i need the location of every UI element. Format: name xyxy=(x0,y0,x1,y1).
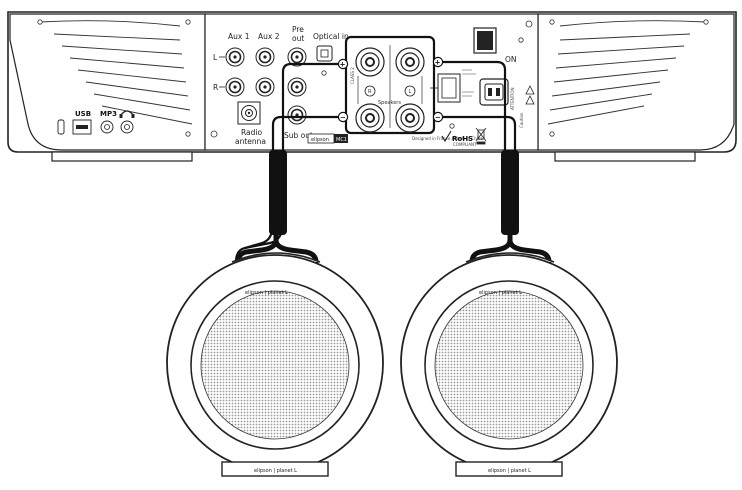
power-led xyxy=(57,119,65,135)
right-cable-jacket xyxy=(501,150,519,235)
warning-icon xyxy=(525,85,535,95)
right-marker xyxy=(364,85,376,97)
speaker-right: elipson | planet L elipson | planet L xyxy=(400,252,618,477)
radio-antenna-port[interactable] xyxy=(237,101,261,125)
aux1-label: Aux 1 xyxy=(228,32,250,41)
speaker-left: elipson | planet L elipson | planet L xyxy=(166,252,384,477)
binding-posts xyxy=(355,47,425,133)
right-speaker-grille xyxy=(434,290,584,440)
left-vents xyxy=(39,20,193,125)
check-icon xyxy=(441,130,452,143)
pre-out-right-jack[interactable] xyxy=(287,77,307,97)
rca-jacks xyxy=(225,47,307,125)
right-side-cover xyxy=(537,13,735,151)
speaker-cables xyxy=(234,60,552,265)
aux2-label: Aux 2 xyxy=(258,32,280,41)
left-speaker-grille xyxy=(200,290,350,440)
mp3-label: MP3 xyxy=(100,110,117,118)
right-positive-post[interactable] xyxy=(355,47,385,77)
sub-out-label: Sub out xyxy=(284,131,313,140)
shock-warning-icon xyxy=(525,95,535,105)
right-vents xyxy=(547,20,707,125)
class-label: CLASS 2 xyxy=(350,67,355,84)
right-marker-label: R xyxy=(368,89,372,95)
small-print xyxy=(462,69,476,97)
left-speaker-badge: elipson | planet L xyxy=(245,290,288,296)
left-foot xyxy=(51,151,193,162)
aux1-left-jack[interactable] xyxy=(225,47,245,67)
rohs-sub-label: COMPLIANT xyxy=(453,142,477,147)
rohs-label: RoHS xyxy=(452,135,473,143)
left-minus-sign: − xyxy=(435,114,441,122)
right-negative-post[interactable] xyxy=(355,103,385,133)
optical-in-label: Optical in xyxy=(313,32,349,41)
right-minus-sign: − xyxy=(340,114,346,122)
power-on-label: ON xyxy=(505,55,517,64)
pre-out-left-jack[interactable] xyxy=(287,47,307,67)
right-foot xyxy=(554,151,696,162)
sub-out-jack[interactable] xyxy=(287,105,307,125)
attention-label: ATTENTION xyxy=(510,87,515,110)
left-cable-jacket xyxy=(269,150,287,235)
right-speaker-base-label: elipson | planet L xyxy=(488,468,531,474)
caution-label: Caution xyxy=(519,112,524,128)
right-channel-label: R xyxy=(213,83,218,92)
left-speaker-base-label: elipson | planet L xyxy=(254,468,297,474)
usb-socket-icon xyxy=(76,125,88,129)
right-speaker-badge: elipson | planet L xyxy=(479,290,522,296)
model-label: MC1 xyxy=(336,137,347,143)
right-speaker-base xyxy=(455,461,563,477)
left-side-cover xyxy=(9,13,206,151)
designed-label: Designed in France / Made in China xyxy=(412,136,483,141)
model-plate xyxy=(334,134,348,143)
left-marker xyxy=(404,85,416,97)
left-channel-label: L xyxy=(213,53,218,62)
brand-label: elipson xyxy=(311,137,329,143)
power-inlet[interactable] xyxy=(479,78,509,106)
left-positive-post[interactable] xyxy=(395,47,425,77)
usb-label: USB xyxy=(75,110,91,118)
speakers-label: Speakers xyxy=(378,100,401,106)
left-speaker-base xyxy=(221,461,329,477)
left-negative-post[interactable] xyxy=(395,103,425,133)
headphones-icon xyxy=(120,110,134,116)
aux1-right-jack[interactable] xyxy=(225,77,245,97)
aux2-right-jack[interactable] xyxy=(255,77,275,97)
aux2-left-jack[interactable] xyxy=(255,47,275,67)
front-ports: USB MP3 xyxy=(57,110,135,135)
weee-bin-icon xyxy=(475,127,487,145)
left-marker-label: L xyxy=(409,89,412,95)
left-plus-sign: + xyxy=(435,59,441,67)
right-plus-sign: + xyxy=(340,61,346,69)
